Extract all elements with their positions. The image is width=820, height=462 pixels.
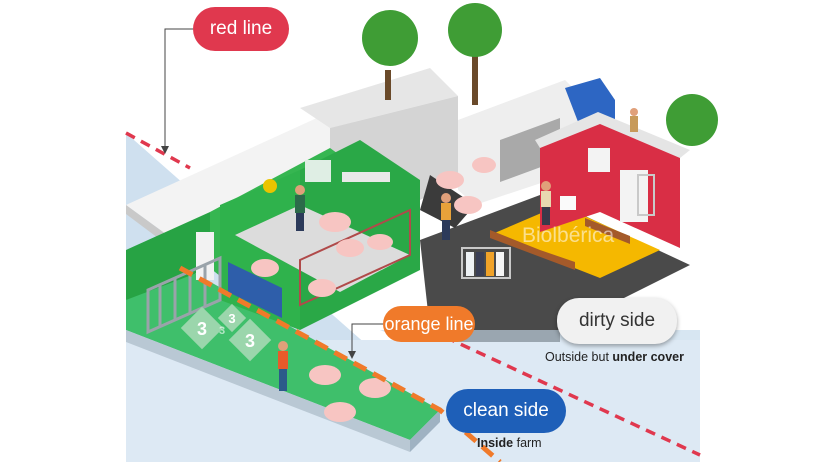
clean-caption-emphasis: Inside: [477, 436, 514, 450]
orange-line-pointer-arrow: [348, 351, 356, 359]
red-line-label: red line: [193, 7, 289, 51]
blue-gate: [228, 262, 282, 318]
pen-sign-number: 3: [219, 325, 225, 337]
dirty-side-caption: Outside but under cover: [545, 350, 684, 364]
wall-lamp-icon: [263, 179, 277, 193]
locker-room-roof: [535, 112, 690, 158]
tree: [362, 10, 418, 66]
visitor-locker: [541, 181, 551, 225]
hanging-cloth: [496, 252, 504, 276]
barn-left-wall: [126, 212, 210, 300]
pen-sign-number: 3: [245, 331, 255, 351]
clothes-rack: [461, 247, 511, 279]
pig: [436, 171, 464, 189]
left-fence: [146, 255, 222, 335]
barn-roof: [126, 112, 380, 240]
pen-fence: [299, 208, 411, 307]
orange-line-boundary: [178, 265, 502, 462]
hanging-cloth: [476, 252, 484, 276]
red-line-boundary-left: [125, 131, 191, 170]
clean-yard-slab-side: [410, 410, 440, 452]
pig: [367, 234, 393, 250]
orange-line-pointer: [351, 323, 383, 355]
clothes-rack: [637, 174, 655, 216]
bench: [490, 230, 575, 270]
pen-sign-number: 3: [228, 311, 235, 326]
farm-worker-clean: [278, 341, 288, 391]
red-line-pointer-arrow: [161, 146, 169, 154]
tree-trunk: [472, 50, 478, 105]
hanging-cloth: [486, 252, 494, 276]
locker-floor: [490, 205, 660, 278]
pen-sign-number: 3: [197, 319, 207, 339]
locker-room-window: [588, 148, 610, 172]
dirty-caption-emphasis: under cover: [612, 350, 684, 364]
truck-driver: [441, 193, 451, 240]
red-line-boundary-right: [429, 328, 701, 457]
pig: [336, 239, 364, 257]
clean-side-label: clean side: [446, 389, 566, 433]
pig: [308, 279, 336, 297]
watermark-logo: Biolbérica: [522, 224, 615, 247]
pig: [324, 402, 356, 422]
tree: [448, 3, 502, 57]
farm-worker-barn: [295, 185, 305, 231]
pig: [309, 365, 341, 385]
dirty-floor: [420, 195, 690, 330]
orange-line-label: orange line: [383, 306, 475, 342]
sink: [560, 196, 576, 210]
pig: [472, 157, 496, 173]
tree-trunk: [385, 70, 391, 100]
truck-trailer-grille: [500, 118, 560, 182]
dirty-caption-prefix: Outside but: [545, 350, 613, 364]
bench: [585, 218, 630, 244]
pig: [454, 196, 482, 214]
pig: [319, 212, 351, 232]
barn-interior-floor: [235, 205, 410, 292]
canopy-roof: [300, 68, 458, 128]
dirty-side-label: dirty side: [557, 298, 677, 344]
clean-side-caption: Inside farm: [477, 436, 542, 450]
pen-sign: [228, 318, 272, 362]
distant-person: [630, 108, 638, 132]
wall-shelf: [342, 172, 390, 182]
pen-sign: [180, 306, 224, 350]
pig: [251, 259, 279, 277]
pig: [359, 378, 391, 398]
clean-caption-suffix: farm: [513, 436, 542, 450]
hanging-cloth: [466, 252, 474, 276]
tree: [666, 94, 718, 146]
locker-room-door: [620, 170, 648, 222]
red-line-pointer: [164, 28, 193, 150]
wall-window: [305, 160, 331, 182]
